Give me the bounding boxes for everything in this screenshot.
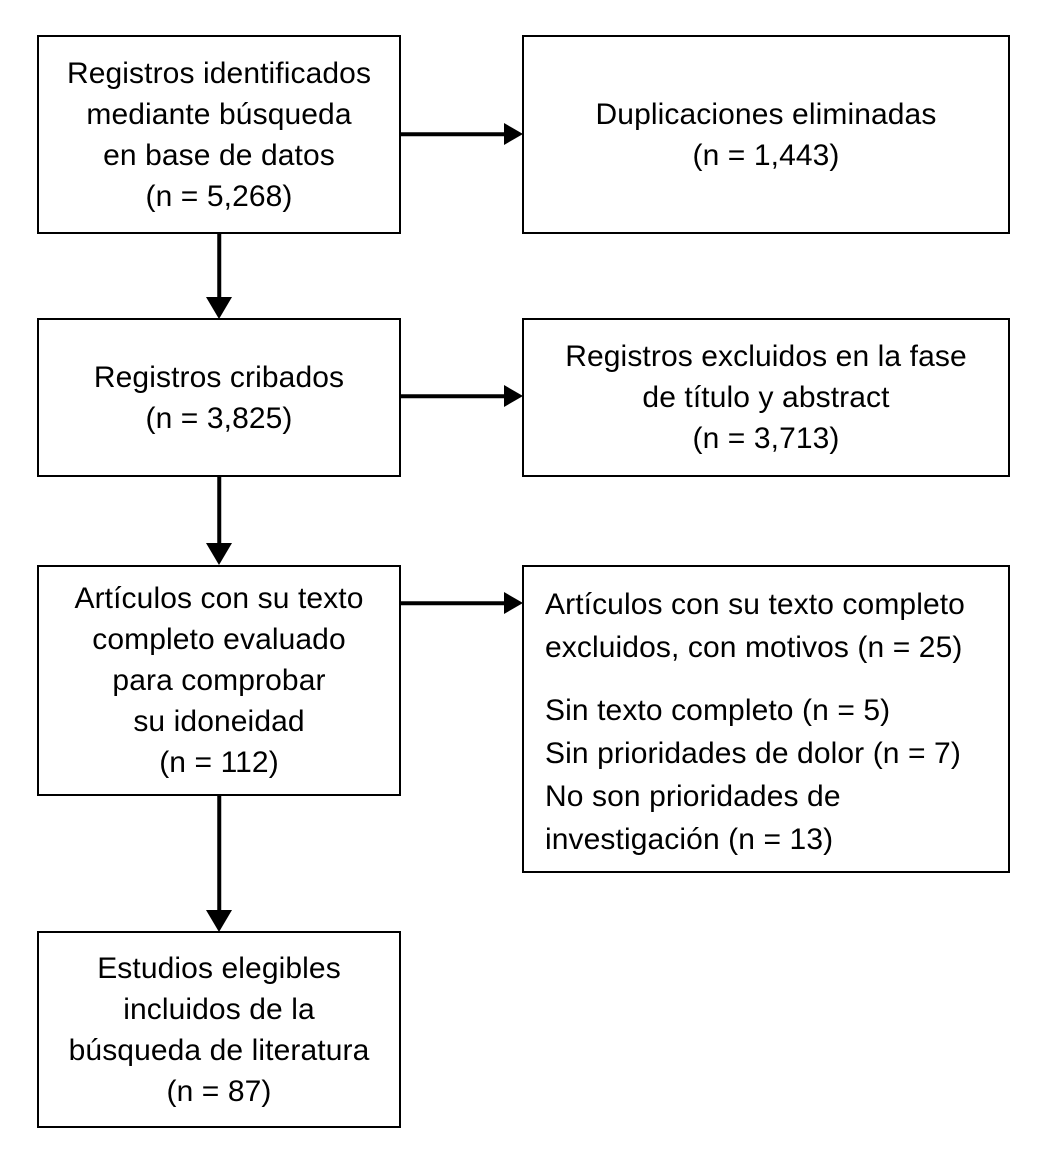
box-studies-included-text: Estudios elegibles incluidos de la búsqu… (68, 951, 370, 1108)
arrow-head-down-icon (206, 910, 232, 932)
box-fulltext-assessed: Artículos con su texto completo evaluado… (37, 565, 401, 796)
box-records-identified: Registros identificados mediante búsqued… (37, 35, 401, 234)
arrow-head-right-icon (504, 123, 523, 145)
arrow-shaft (401, 601, 506, 605)
box-duplicates-removed: Duplicaciones eliminadas (n = 1,443) (522, 35, 1010, 234)
fulltext-excluded-heading: Artículos con su texto completo excluido… (545, 588, 965, 664)
box-records-identified-text: Registros identificados mediante búsqued… (66, 56, 372, 213)
box-duplicates-removed-text: Duplicaciones eliminadas (n = 1,443) (595, 97, 937, 172)
box-records-screened-text: Registros cribados (n = 3,825) (93, 360, 345, 435)
box-fulltext-assessed-text: Artículos con su texto completo evaluado… (74, 582, 364, 779)
fulltext-excluded-reason-3: No son prioridades de investigación (n =… (545, 780, 841, 856)
arrow-head-down-icon (206, 543, 232, 565)
arrow-shaft (217, 477, 221, 546)
arrow-fulltext-to-included (206, 796, 232, 932)
arrow-screened-to-excluded (401, 384, 523, 408)
arrow-head-right-icon (504, 592, 523, 614)
fulltext-excluded-reason-1: Sin texto completo (n = 5) (545, 694, 891, 727)
box-studies-included: Estudios elegibles incluidos de la búsqu… (37, 931, 401, 1128)
arrow-fulltext-to-excluded (401, 591, 523, 615)
box-records-screened: Registros cribados (n = 3,825) (37, 318, 401, 477)
arrow-identified-to-duplicates (401, 122, 523, 146)
arrow-head-right-icon (504, 385, 523, 407)
arrow-shaft (217, 234, 221, 300)
fulltext-excluded-reason-2: Sin prioridades de dolor (n = 7) (545, 737, 961, 770)
arrow-head-down-icon (206, 297, 232, 319)
arrow-shaft (401, 394, 506, 398)
box-fulltext-excluded-reasons: Artículos con su texto completo excluido… (522, 565, 1010, 873)
box-records-excluded-title-abstract-text: Registros excluidos en la fase de título… (565, 340, 967, 455)
arrow-shaft (217, 796, 221, 913)
box-records-excluded-title-abstract: Registros excluidos en la fase de título… (522, 318, 1010, 477)
arrow-screened-to-fulltext (206, 477, 232, 565)
arrow-identified-to-screened (206, 234, 232, 319)
arrow-shaft (401, 132, 506, 136)
